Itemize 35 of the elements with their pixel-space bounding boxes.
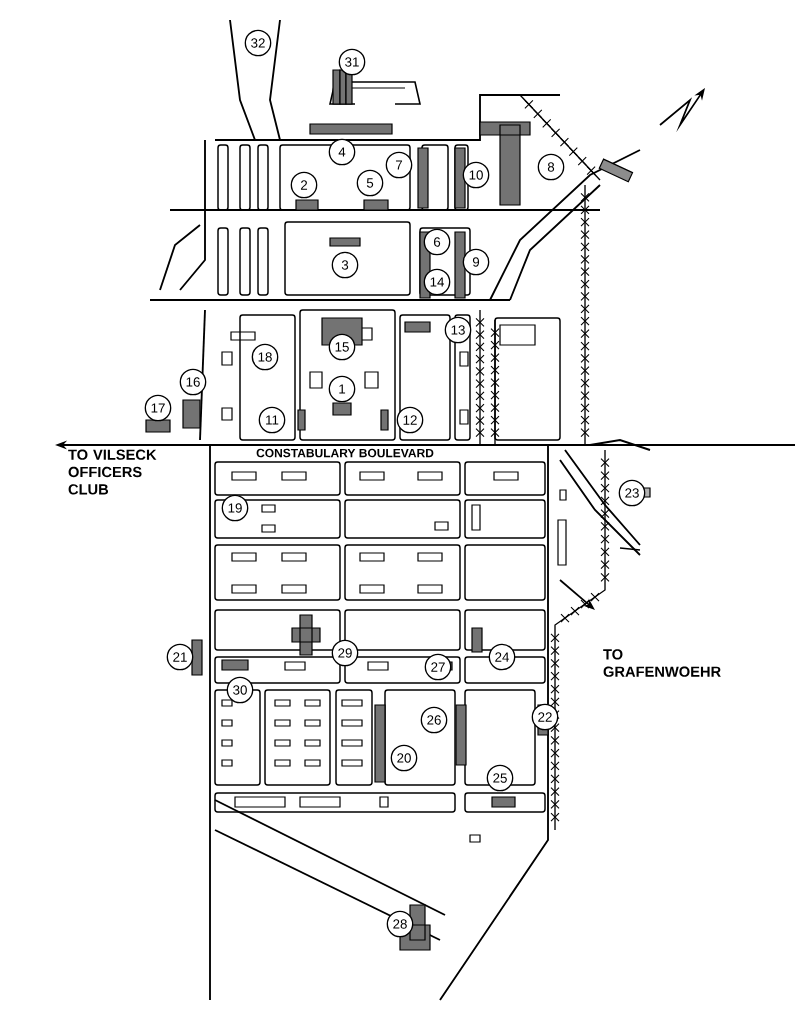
callout-number: 7 <box>385 151 413 179</box>
callout-number: 27 <box>424 653 452 681</box>
callout-number: 23 <box>618 479 646 507</box>
callout-number: 12 <box>396 406 424 434</box>
callout-number: 6 <box>423 228 451 256</box>
callout-number: 5 <box>356 169 384 197</box>
callout-number: 2 <box>290 171 318 199</box>
callout-number: 25 <box>486 764 514 792</box>
callout-number: 8 <box>537 153 565 181</box>
callout-number: 13 <box>444 316 472 344</box>
callout-number: 17 <box>144 394 172 422</box>
callout-number: 21 <box>166 643 194 671</box>
callout-number: 1 <box>328 375 356 403</box>
callout-number: 14 <box>423 268 451 296</box>
callout-number: 32 <box>244 29 272 57</box>
callout-number: 16 <box>179 368 207 396</box>
callout-number: 24 <box>488 643 516 671</box>
callout-number: 29 <box>331 639 359 667</box>
callout-number: 20 <box>390 744 418 772</box>
callout-number: 28 <box>386 910 414 938</box>
callout-number: 10 <box>462 161 490 189</box>
street-label: CONSTABULARY BOULEVARD <box>254 447 436 459</box>
callout-number: 3 <box>331 251 359 279</box>
callout-number: 30 <box>226 676 254 704</box>
callout-number: 15 <box>328 333 356 361</box>
callout-number: 11 <box>258 406 286 434</box>
direction-label: TO GRAFENWOEHR <box>601 647 721 679</box>
callout-number: 9 <box>462 248 490 276</box>
callout-number: 19 <box>221 494 249 522</box>
callout-number: 4 <box>328 138 356 166</box>
callout-number: 22 <box>531 703 559 731</box>
callout-number: 31 <box>338 48 366 76</box>
direction-label: TO VILSECK OFFICERS CLUB <box>66 448 174 496</box>
callout-number: 26 <box>420 706 448 734</box>
callout-number: 18 <box>251 343 279 371</box>
